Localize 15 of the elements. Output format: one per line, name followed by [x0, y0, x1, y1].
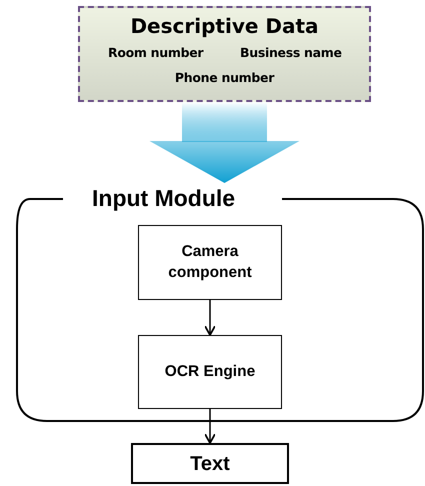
process-box [138, 335, 282, 409]
data-box [78, 6, 371, 102]
arrow [204, 300, 216, 336]
data-field-label: Business name [240, 45, 342, 60]
box-label: Camera component [167, 242, 253, 282]
process-box [131, 443, 289, 484]
box-label: OCR Engine [164, 362, 256, 382]
arrow [204, 409, 216, 444]
data-field-label: Room number [108, 45, 204, 60]
data-field-label: Phone number [174, 70, 274, 85]
box-heading: Descriptive Data [130, 14, 319, 38]
process-box [138, 225, 282, 300]
box-label: Text [190, 452, 230, 476]
block-arrow [150, 102, 300, 183]
module-title: Input Module [92, 185, 236, 212]
